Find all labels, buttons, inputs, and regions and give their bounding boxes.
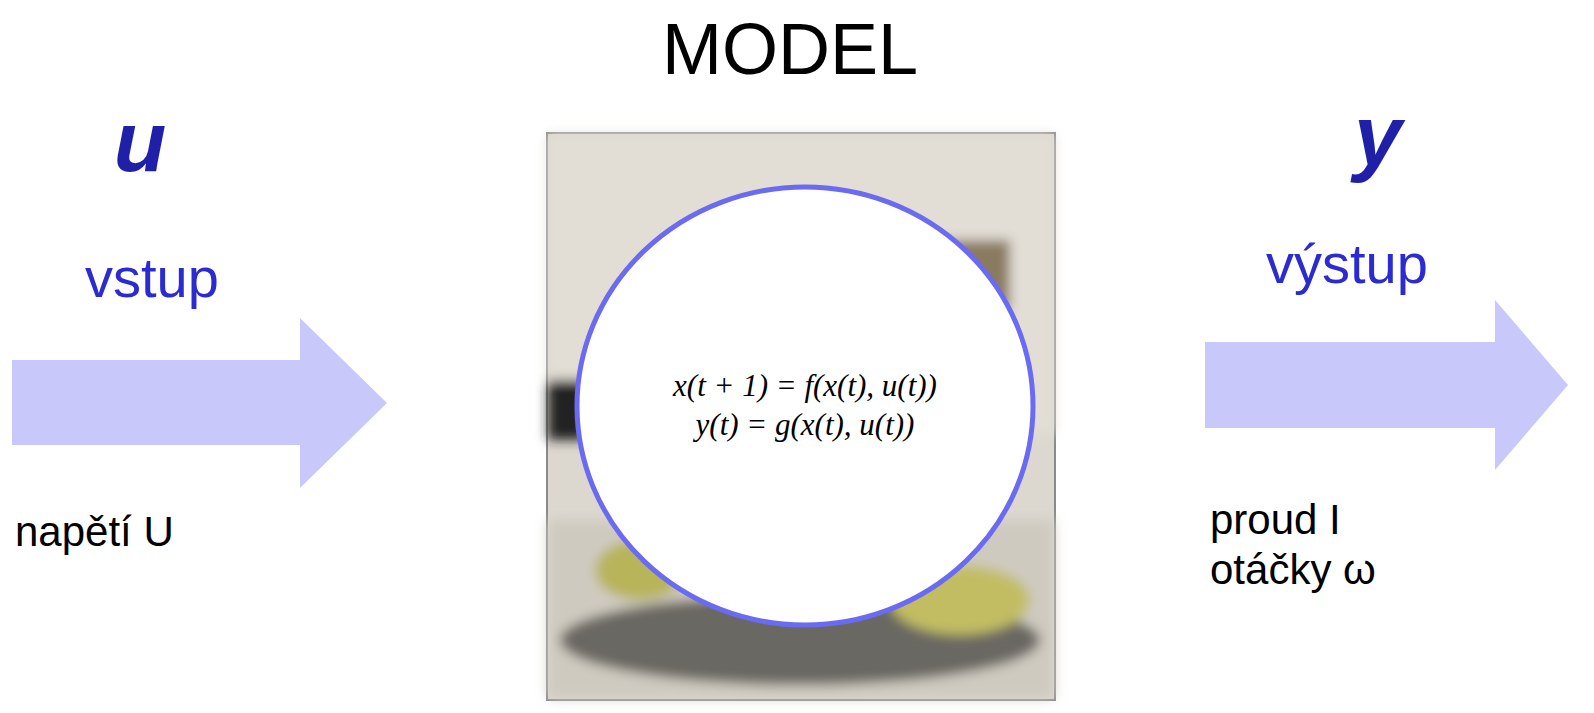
signal-quantity: proud I [1210,496,1341,544]
signal-name: y [1354,86,1402,185]
model-circle: x(t + 1) = f(x(t), u(t))y(t) = g(x(t), u… [574,184,1036,628]
output-arrow [1205,300,1568,470]
circle-outline [574,184,1036,628]
signal-role: výstup [1266,232,1428,296]
signal-quantity: otáčky ω [1210,546,1376,594]
signal-role: vstup [85,246,219,310]
signal-name: u [114,92,167,191]
title: MODEL [662,8,918,91]
signal-quantity: napětí U [15,508,174,556]
motor-photo [547,133,1055,700]
state-equation: y(t) = g(x(t), u(t)) [696,406,915,445]
input-arrow [12,318,387,488]
state-equation: x(t + 1) = f(x(t), u(t)) [673,367,937,406]
